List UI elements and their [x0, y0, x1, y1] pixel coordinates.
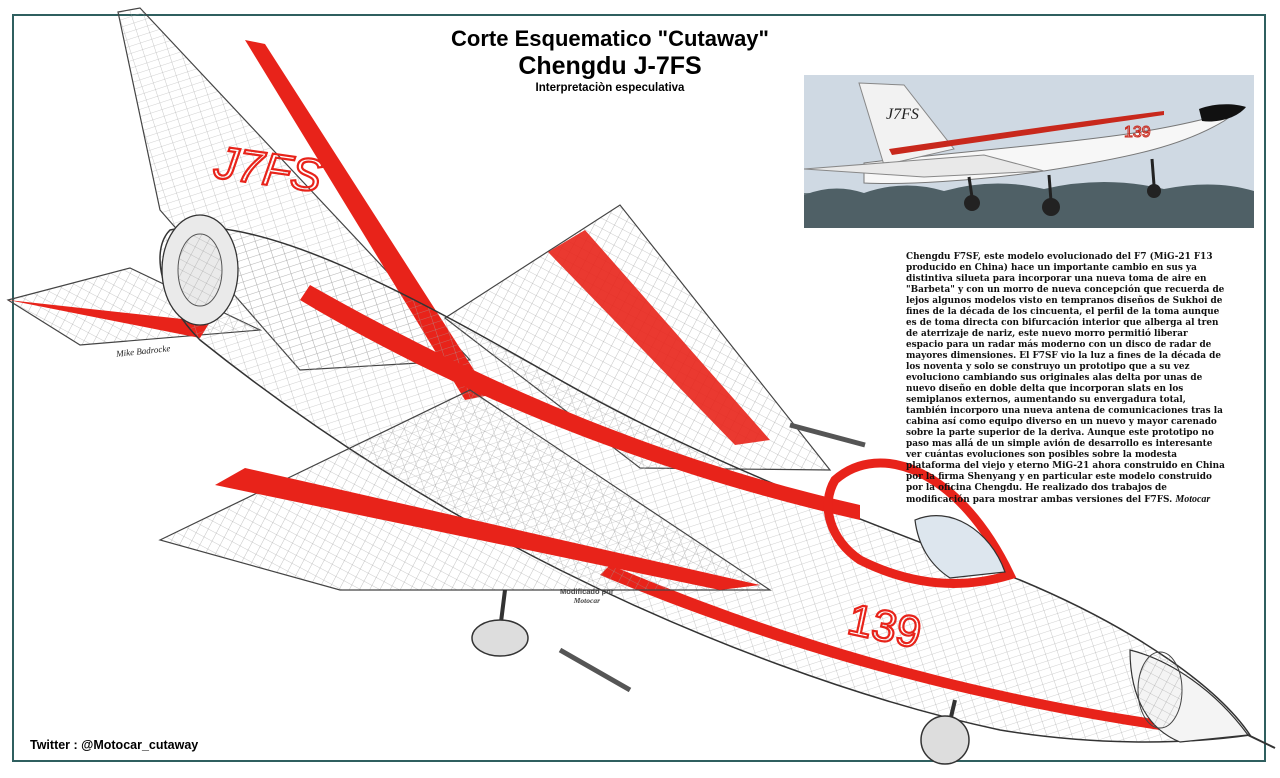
radar-dish [1137, 651, 1183, 729]
twitter-handle[interactable]: Twitter : @Motocar_cutaway [30, 738, 199, 752]
modifier-credit: Modificado por Motocar [560, 587, 614, 605]
fuselage-stripe [300, 285, 860, 520]
main-gear [471, 589, 529, 657]
description: Chengdu F7SF, este modelo evolucionado d… [906, 252, 1228, 506]
subtitle: Interpretaciòn especulativa [535, 82, 685, 94]
right-wing-stripe [548, 230, 770, 445]
page-frame [12, 14, 1266, 762]
reference-photo: J7FS 139 [804, 75, 1254, 228]
title-line-2: Chengdu J-7FS [518, 52, 702, 80]
description-signature: Motocar [1175, 494, 1211, 505]
stabilizer-stripe [8, 300, 210, 338]
description-text: Chengdu F7SF, este modelo evolucionado d… [906, 252, 1225, 505]
nose-gear [920, 699, 970, 765]
left-wing-stripe [215, 468, 760, 590]
photo-nose-number: 139 [1124, 124, 1151, 141]
missile [558, 647, 632, 693]
title-line-1: Corte Esquematico "Cutaway" [451, 26, 769, 51]
canopy [823, 458, 1017, 588]
missile [789, 422, 866, 448]
fuselage-lower-stripe [600, 565, 1160, 730]
photo-tail-marking: J7FS [886, 106, 919, 123]
left-wing [158, 389, 772, 591]
